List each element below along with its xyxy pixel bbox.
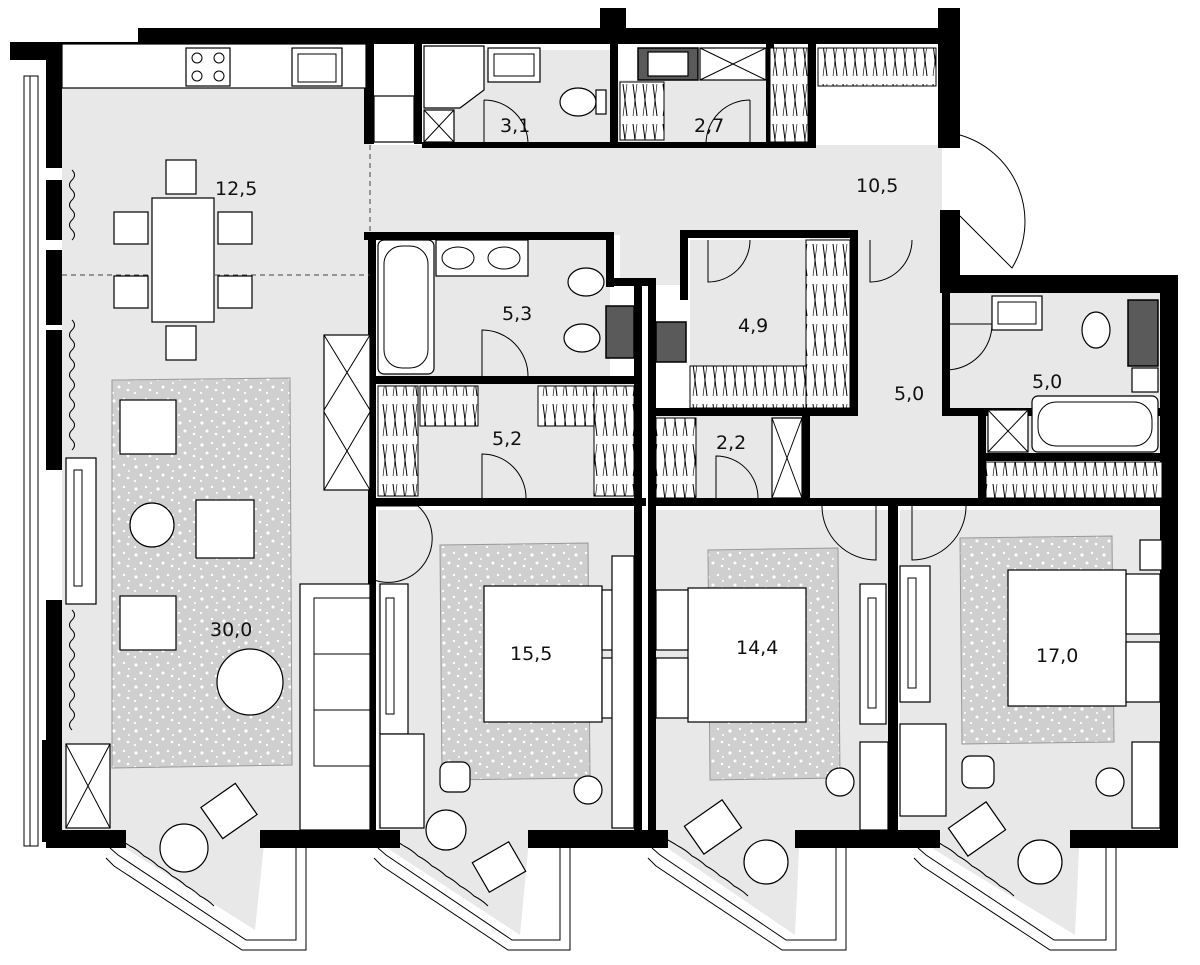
room-labels: 12,5 30,0 3,1 2,7 10,5 5,3 5,2 4,9 2,2 5… — [210, 115, 1078, 667]
toilet — [559, 87, 597, 117]
area-label-corridor: 5,0 — [894, 383, 924, 405]
bedroom-3-furniture — [899, 539, 1163, 885]
area-label-living: 30,0 — [210, 619, 252, 641]
toilet — [1081, 311, 1111, 349]
bathtub — [377, 239, 435, 375]
chair — [439, 761, 471, 793]
bed — [1007, 569, 1127, 707]
side-table — [129, 502, 175, 548]
bathroom-2-fixtures — [377, 239, 635, 375]
area-label-wardrobe-1: 5,2 — [492, 428, 522, 450]
bathtub — [1031, 395, 1159, 453]
living-furniture — [65, 334, 371, 873]
tv-stand — [65, 457, 97, 605]
coffee-table — [216, 648, 284, 716]
area-label-bedroom-2: 14,4 — [736, 637, 778, 659]
area-label-bathroom-1: 3,1 — [500, 115, 530, 137]
stove — [185, 47, 231, 87]
area-label-bathroom-3: 5,0 — [1032, 371, 1062, 393]
desk — [379, 733, 425, 829]
bathroom-3-fixtures — [987, 295, 1159, 453]
wardrobe-fixtures — [377, 239, 1163, 499]
desk — [899, 723, 947, 817]
chair — [961, 755, 995, 789]
doors — [373, 99, 1026, 583]
armchair — [119, 399, 177, 455]
kitchen-counter — [61, 43, 415, 143]
zone-dividers — [62, 145, 371, 276]
area-label-bedroom-1: 15,5 — [510, 643, 552, 665]
bed — [483, 585, 603, 723]
laundry-fixtures — [619, 47, 937, 143]
bed — [687, 587, 807, 723]
fridge — [373, 95, 415, 143]
bay-windows — [105, 837, 1117, 951]
bidet — [563, 323, 601, 353]
washbasin — [991, 295, 1043, 331]
dining-set — [113, 159, 253, 361]
area-label-bedroom-3: 17,0 — [1036, 645, 1078, 667]
bedroom-2-furniture — [655, 583, 889, 885]
washbasin — [487, 47, 541, 83]
area-label-laundry: 2,7 — [694, 115, 724, 137]
tv-stand — [859, 583, 887, 725]
toilet — [567, 267, 605, 297]
bedroom-1-furniture — [379, 555, 635, 894]
area-label-kitchen: 12,5 — [215, 178, 257, 200]
shower — [423, 45, 485, 109]
area-label-storage: 2,2 — [716, 432, 746, 454]
bathroom-1-fixtures — [423, 45, 607, 143]
sofa — [299, 583, 371, 831]
area-label-wardrobe-2: 4,9 — [738, 315, 768, 337]
tv-stand — [899, 565, 931, 703]
area-label-bathroom-2: 5,3 — [502, 303, 532, 325]
armchair — [195, 499, 255, 559]
double-sink — [435, 239, 529, 277]
curtain — [69, 169, 75, 731]
armchair — [119, 595, 177, 651]
dining-table — [151, 197, 215, 323]
area-label-hallway: 10,5 — [856, 175, 898, 197]
cabinet — [323, 334, 371, 491]
